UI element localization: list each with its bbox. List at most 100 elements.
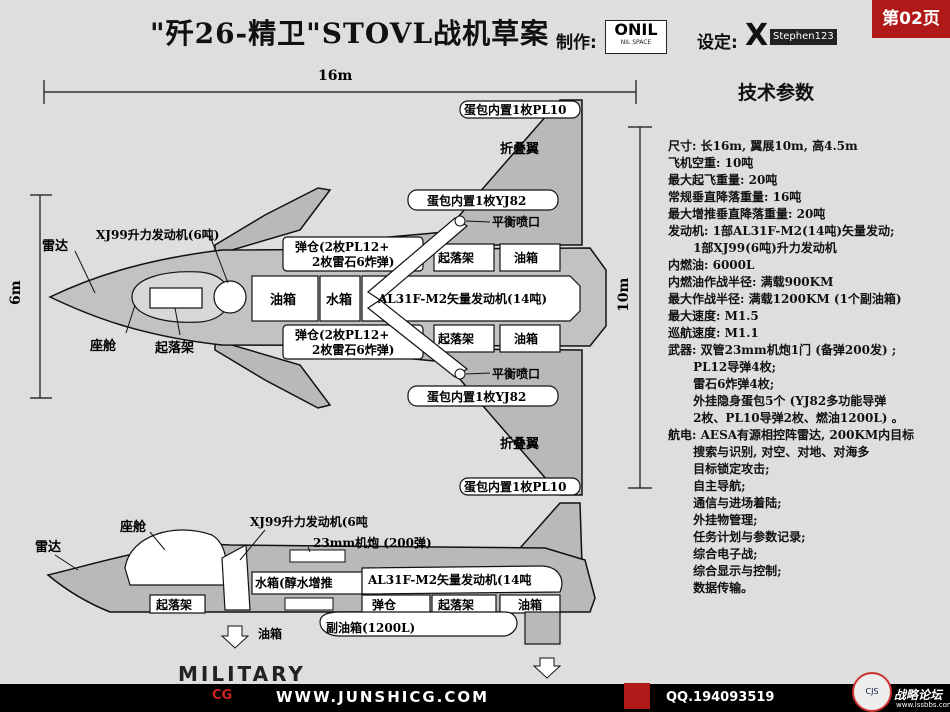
top-view-leaders — [74, 220, 491, 375]
made-by-label: 制作: — [556, 33, 597, 53]
front-gear-box — [149, 287, 203, 309]
canopy-side — [124, 529, 228, 586]
spec-line: 2枚、PL10导弹2枚、燃油1200L) 。 — [668, 411, 904, 425]
spec-line: 雷石6炸弹4枚; — [668, 377, 775, 391]
forum-url: www.lssbbs.com — [896, 701, 950, 709]
dimension-lines — [30, 80, 652, 489]
radar-label: 雷达 — [42, 238, 68, 254]
ventral-fin — [524, 611, 561, 645]
gear-right-bottom-label: 起落架 — [437, 331, 474, 346]
military-logo: MILITARY — [178, 662, 306, 686]
main-thrust-arrow — [532, 657, 562, 679]
side-gear-front-label: 起落架 — [155, 597, 192, 612]
fuel-right-top-box — [499, 243, 561, 272]
side-cockpit-label: 座舱 — [119, 519, 147, 535]
bay-bottom-label-2: 2枚雷石6炸弹) — [312, 342, 394, 357]
spec-line: 航电: AESA有源相控阵雷达, 200KM内目标 — [668, 428, 915, 442]
side-aux-tank-label: 副油箱(1200L) — [326, 620, 415, 635]
pod-pl10-top-label: 蛋包内置1枚PL10 — [464, 102, 567, 117]
lift-engine-side — [221, 544, 251, 611]
page-title: "歼26-精卫"STOVL战机草案 — [150, 17, 550, 50]
bay-bottom-label: 弹仓(2枚PL12+ — [295, 327, 389, 342]
spec-line: 外挂物管理; — [668, 513, 758, 527]
main-engine-side — [361, 565, 563, 595]
side-main-engine-label: AL31F-M2矢量发动机(14吨 — [367, 572, 531, 587]
spec-line: 综合电子战; — [668, 547, 758, 561]
length-dimension-label: 16m — [318, 68, 352, 84]
cg-badge-icon — [624, 683, 650, 709]
spec-line: 通信与进场着陆; — [668, 496, 782, 510]
side-lift-engine-label: XJ99升力发动机(6吨 — [250, 514, 368, 529]
spec-line: 自主导航; — [668, 479, 746, 493]
pod-yj82-top-label: 蛋包内置1枚YJ82 — [427, 193, 526, 208]
cannon-side — [289, 549, 346, 563]
main-engine-box — [361, 275, 581, 322]
gear-front-label: 起落架 — [154, 340, 194, 356]
spec-line: 1部XJ99(6吨)升力发动机 — [668, 241, 837, 255]
side-view-leaders — [54, 529, 311, 571]
spec-line: 数据传输。 — [668, 581, 754, 595]
bay-top-label: 弹仓(2枚PL12+ — [295, 239, 389, 254]
fuel-right-top-label: 油箱 — [514, 250, 538, 265]
specs-title: 技术参数 — [738, 82, 815, 104]
side-radar-label: 雷达 — [35, 539, 61, 555]
spec-line: 内燃油作战半径: 满载900KM — [668, 275, 834, 289]
cg-logo: CG — [212, 688, 233, 703]
set-by-label: 设定: — [697, 33, 738, 53]
lift-engine-label: XJ99升力发动机(6吨) — [96, 227, 219, 242]
side-bay-label: 弹仓 — [372, 597, 397, 612]
pod-pl10-bottom — [459, 477, 581, 496]
forum-badge-icon: CJS — [852, 672, 892, 712]
fuel-center-box — [251, 275, 319, 322]
footer-bar — [0, 684, 950, 712]
top-view-airframe — [48, 99, 607, 496]
side-gear-rear-label: 起落架 — [437, 597, 474, 612]
spec-line: 最大速度: M1.5 — [668, 309, 759, 323]
folding-wing-top-label: 折叠翼 — [500, 141, 539, 157]
fuel-right-bottom-label: 油箱 — [514, 331, 538, 346]
maker-logo-text: ONIL — [614, 20, 658, 39]
spec-line: 武器: 双管23mm机炮1门 (备弹200发) ; — [668, 343, 897, 357]
width-dimension-label: 6m — [8, 280, 24, 305]
span-dimension-label: 10m — [616, 278, 632, 312]
side-view-airframe — [46, 502, 596, 679]
pod-yj82-top — [407, 189, 559, 211]
water-tank-label: 水箱 — [326, 292, 352, 308]
maker-logo-subtext: NIL SPACE — [620, 39, 652, 46]
pod-yj82-bottom — [407, 385, 559, 407]
pod-pl10-top — [459, 100, 581, 119]
spec-line: 最大作战半径: 满载1200KM (1个副油箱) — [668, 292, 902, 306]
folding-wing-bottom-label: 折叠翼 — [500, 436, 539, 452]
spec-line: 巡航速度: M1.1 — [668, 326, 759, 340]
spec-line: 综合显示与控制; — [668, 564, 782, 578]
spec-line: PL12导弹4枚; — [668, 360, 777, 374]
pod-yj82-bottom-label: 蛋包内置1枚YJ82 — [427, 389, 526, 404]
spec-line: 搜索与识别, 对空、对地、对海多 — [668, 445, 870, 459]
forum-name: 战略论坛 — [894, 688, 943, 702]
gear-right-top-label: 起落架 — [437, 250, 474, 265]
side-fuel-lower-label: 油箱 — [258, 626, 282, 641]
gear-front-side — [149, 594, 206, 614]
gear-right-bottom-box — [433, 324, 495, 353]
spec-line: 目标锁定攻击; — [668, 462, 770, 476]
side-water-tank-label: 水箱(醇水增推 — [255, 575, 333, 590]
qq-text: QQ.194093519 — [666, 690, 775, 705]
spec-line: 外挂隐身蛋包5个 (YJ82多功能导弹 — [668, 394, 887, 408]
spec-line: 飞机空重: 10吨 — [668, 156, 754, 170]
balance-nozzle-bottom-label: 平衡喷口 — [492, 366, 540, 381]
lift-thrust-arrow — [220, 625, 250, 649]
spec-line: 发动机: 1部AL31F-M2(14吨)矢量发动; — [668, 224, 895, 238]
aux-tank-side — [319, 611, 518, 637]
pod-pl10-bottom-label: 蛋包内置1枚PL10 — [464, 479, 567, 494]
spec-line: 常规垂直降落重量: 16吨 — [668, 190, 802, 204]
bay-top-label-2: 2枚雷石6炸弹) — [312, 254, 394, 269]
spec-line: 内燃油: 6000L — [668, 258, 755, 272]
spec-line: 尺寸: 长16m, 翼展10m, 高4.5m — [668, 139, 858, 153]
spec-line: 任务计划与参数记录; — [668, 530, 806, 544]
maker-logo: ONIL NIL SPACE — [605, 20, 667, 54]
lift-engine-circle — [213, 280, 247, 314]
setter-logo: Stephen123 — [770, 29, 837, 45]
fuel-lower-side — [284, 597, 334, 611]
